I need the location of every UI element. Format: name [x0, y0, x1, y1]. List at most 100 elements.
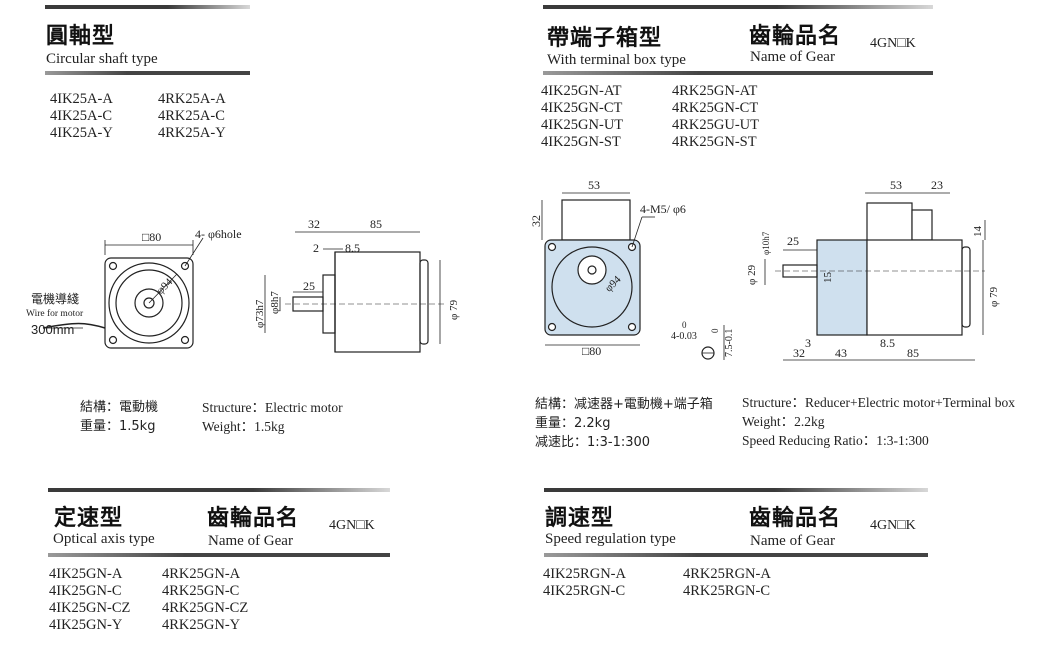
spec-line: Structure：Reducer+Electric motor+Termina…: [742, 395, 1015, 410]
terminal-gear-code: 4GN□K: [870, 36, 916, 51]
circular-spec-en: Structure：Electric motor Weight：1.5kg: [202, 398, 343, 436]
circular-motor-drawing: □80 4- φ6hole φ94 電機導綫 Wire for motor 30…: [26, 217, 460, 353]
optical-gear-code: 4GN□K: [329, 518, 375, 533]
list-item: 4IK25RGN-C: [543, 583, 626, 599]
section-underline: [544, 553, 928, 557]
list-item: 4RK25GN-Y: [162, 617, 241, 633]
list-item: 4RK25A-Y: [158, 125, 226, 141]
list-item: 4IK25GN-AT: [541, 83, 622, 99]
dim-32: 32: [793, 346, 805, 360]
list-item: 4IK25GN-A: [49, 566, 123, 582]
list-item: 4RK25GN-AT: [672, 83, 758, 99]
side-view: [264, 231, 445, 353]
speed-gear-code: 4GN□K: [870, 518, 916, 533]
terminal-title-zh: 帶端子箱型: [547, 26, 663, 51]
list-item: 4IK25A-C: [50, 108, 113, 124]
list-item: 4RK25RGN-A: [683, 566, 771, 582]
list-item: 4RK25GN-CZ: [162, 600, 249, 616]
spec-line: 重量：2.2kg: [535, 416, 611, 431]
speed-models-left: 4IK25RGN-A 4IK25RGN-C: [543, 566, 626, 600]
dim-53: 53: [588, 178, 600, 192]
tol-c: 0: [710, 328, 720, 333]
dim-15: 15: [822, 272, 834, 284]
circular-models-right: 4RK25A-A 4RK25A-C 4RK25A-Y: [158, 91, 226, 142]
dim-phi73: φ73h7: [254, 299, 266, 328]
terminal-title-en: With terminal box type: [547, 52, 686, 68]
list-item: 4RK25GN-CT: [672, 100, 759, 116]
optical-models-left: 4IK25GN-A 4IK25GN-C 4IK25GN-CZ 4IK25GN-Y: [49, 566, 130, 634]
optical-models-right: 4RK25GN-A 4RK25GN-C 4RK25GN-CZ 4RK25GN-Y: [162, 566, 248, 634]
holes-label: 4- φ6hole: [195, 227, 242, 241]
spec-line: Structure：Electric motor: [202, 400, 343, 415]
dim-43: 43: [835, 346, 847, 360]
dim-32: 32: [530, 215, 543, 227]
tol-b: 4-0.03: [671, 331, 697, 342]
terminal-spec-en: Structure：Reducer+Electric motor+Termina…: [742, 393, 1015, 450]
dim-14: 14: [972, 226, 984, 238]
dim-phi79: φ 79: [988, 286, 1000, 307]
terminal-front-drawing: 53 32 4-M5/ φ6 φ94 □80 0 4-0.03 0 7.5-0.…: [530, 178, 735, 360]
spec-line: Speed Reducing Ratio：1:3-1:300: [742, 433, 929, 448]
circular-spec-zh: 結構：電動機 重量：1.5kg: [80, 398, 158, 436]
list-item: 4IK25A-A: [50, 91, 113, 107]
optical-title-en: Optical axis type: [53, 531, 155, 547]
list-item: 4RK25GU-UT: [672, 117, 759, 133]
dim-85: 85: [907, 346, 919, 360]
optical-title-zh: 定速型: [54, 506, 124, 531]
tol-d: 7.5-0.1: [724, 329, 735, 357]
terminal-spec-zh: 結構：减速器+電動機+端子箱 重量：2.2kg 减速比：1:3-1:300: [535, 395, 713, 452]
list-item: 4IK25GN-C: [49, 583, 122, 599]
spec-line: 結構：電動機: [80, 400, 159, 415]
section-top-bar: [45, 5, 250, 9]
dim-2: 2: [313, 241, 319, 255]
section-top-bar: [544, 488, 928, 492]
terminal-gear-en: Name of Gear: [750, 49, 835, 65]
dim-phi8: φ8h7: [269, 291, 281, 314]
speed-title-zh: 調速型: [545, 506, 615, 531]
list-item: 4IK25GN-UT: [541, 117, 624, 133]
list-item: 4IK25GN-CZ: [49, 600, 131, 616]
front-view: [42, 237, 204, 349]
section-top-bar: [543, 5, 933, 9]
terminal-models-left: 4IK25GN-AT 4IK25GN-CT 4IK25GN-UT 4IK25GN…: [541, 83, 623, 151]
wire-en-label: Wire for motor: [26, 308, 84, 319]
speed-gear-en: Name of Gear: [750, 533, 835, 549]
dim-32: 32: [308, 217, 320, 231]
section-top-bar: [48, 488, 390, 492]
optical-gear-en: Name of Gear: [208, 533, 293, 549]
list-item: 4IK25GN-ST: [541, 134, 621, 150]
dim-23: 23: [931, 178, 943, 192]
list-item: 4IK25RGN-A: [543, 566, 626, 582]
dim-phi79: φ 79: [448, 299, 460, 320]
square-label: □80: [582, 344, 601, 358]
terminal-gear-zh: 齒輪品名: [749, 24, 842, 49]
dim-25: 25: [787, 234, 799, 248]
spec-line: 重量：1.5kg: [80, 419, 156, 434]
section-underline: [543, 71, 933, 75]
m5-label: 4-M5/ φ6: [640, 202, 686, 216]
list-item: 4RK25RGN-C: [683, 583, 771, 599]
section-underline: [48, 553, 390, 557]
list-item: 4RK25A-A: [158, 91, 226, 107]
speed-title-en: Speed regulation type: [545, 531, 676, 547]
optical-gear-zh: 齒輪品名: [207, 506, 300, 531]
dim-25: 25: [303, 279, 315, 293]
circular-title-en: Circular shaft type: [46, 51, 158, 67]
terminal-models-right: 4RK25GN-AT 4RK25GN-CT 4RK25GU-UT 4RK25GN…: [672, 83, 759, 151]
spec-line: Weight：2.2kg: [742, 414, 825, 429]
circular-models-left: 4IK25A-A 4IK25A-C 4IK25A-Y: [50, 91, 113, 142]
list-item: 4RK25GN-ST: [672, 134, 757, 150]
list-item: 4IK25GN-Y: [49, 617, 123, 633]
list-item: 4IK25GN-CT: [541, 100, 623, 116]
tol-a: 0: [682, 320, 687, 330]
circular-title-zh: 圓軸型: [46, 24, 116, 49]
list-item: 4RK25GN-A: [162, 566, 241, 582]
spec-line: Weight：1.5kg: [202, 419, 285, 434]
wire-zh-label: 電機導綫: [31, 291, 79, 306]
speed-gear-zh: 齒輪品名: [749, 506, 842, 531]
wire-length-label: 300mm: [31, 322, 74, 337]
dim-8-5: 8.5: [880, 336, 895, 350]
section-underline: [45, 71, 250, 75]
list-item: 4RK25GN-C: [162, 583, 240, 599]
square-label: □80: [142, 230, 161, 244]
